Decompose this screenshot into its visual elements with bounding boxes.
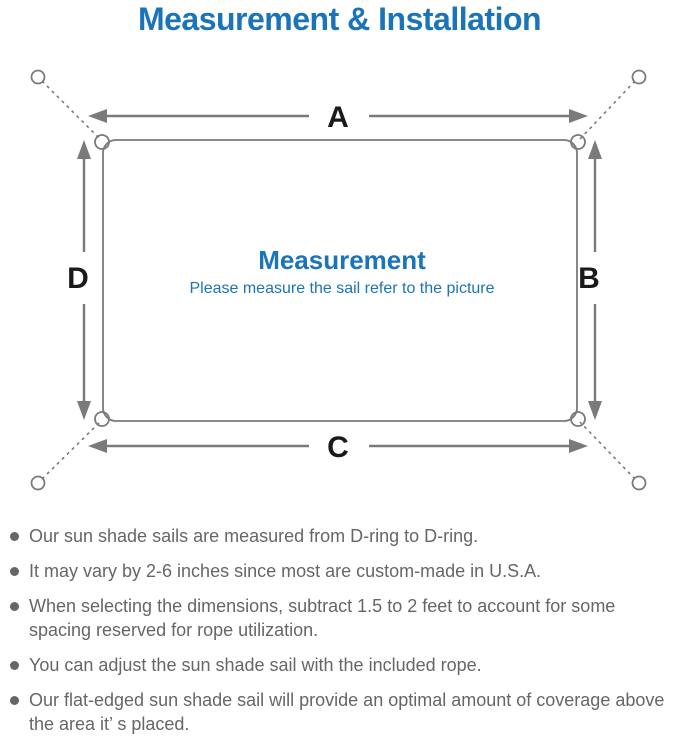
note-item: You can adjust the sun shade sail with t… [10, 653, 670, 677]
note-text: You can adjust the sun shade sail with t… [29, 655, 482, 675]
d-ring-bottom-right [570, 411, 586, 427]
dimension-arrow-b [588, 140, 602, 420]
note-text: When selecting the dimensions, subtract … [29, 596, 616, 640]
note-item: It may vary by 2-6 inches since most are… [10, 559, 670, 583]
tether-line-bottom-left [41, 421, 101, 480]
sail-outline [102, 139, 578, 422]
bullet-dot-icon [10, 567, 19, 576]
tether-line-top-right [579, 80, 636, 140]
measurement-caption-subtitle: Please measure the sail refer to the pic… [189, 280, 494, 297]
anchor-ring-top-right [631, 69, 647, 85]
dimension-label-b: B [578, 262, 600, 295]
d-ring-bottom-left [94, 411, 110, 427]
page-title: Measurement & Installation [137, 1, 542, 37]
bullet-dot-icon [10, 661, 19, 670]
note-item: When selecting the dimensions, subtract … [10, 594, 670, 642]
note-item: Our flat-edged sun shade sail will provi… [10, 688, 670, 736]
d-ring-top-right [570, 134, 586, 150]
dimension-arrow-a [88, 109, 588, 123]
d-ring-top-left [94, 134, 110, 150]
anchor-ring-top-left [30, 69, 46, 85]
note-text: Our sun shade sails are measured from D-… [29, 526, 479, 546]
notes-list: Our sun shade sails are measured from D-… [10, 524, 670, 739]
anchor-ring-bottom-left [30, 475, 46, 491]
tether-line-bottom-right [579, 421, 636, 480]
note-text: Our flat-edged sun shade sail will provi… [29, 690, 665, 734]
dimension-arrow-d [77, 140, 91, 420]
note-item: Our sun shade sails are measured from D-… [10, 524, 670, 548]
bullet-dot-icon [10, 696, 19, 705]
bullet-dot-icon [10, 602, 19, 611]
anchor-ring-bottom-right [631, 475, 647, 491]
measurement-caption-title: Measurement [258, 245, 426, 275]
note-text: It may vary by 2-6 inches since most are… [29, 561, 542, 581]
dimension-label-a: A [327, 101, 349, 134]
bullet-dot-icon [10, 532, 19, 541]
measurement-diagram: A B C D Measurement Please measure the s… [30, 69, 647, 491]
tether-line-top-left [41, 80, 101, 140]
dimension-label-d: D [67, 262, 89, 295]
dimension-arrow-c [88, 439, 588, 453]
dimension-label-c: C [327, 431, 349, 464]
